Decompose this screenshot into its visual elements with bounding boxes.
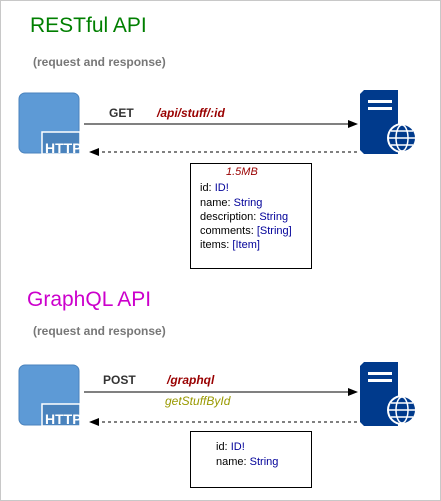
graphql-field-id: id: ID! [216, 441, 245, 453]
rest-method: GET [109, 106, 134, 120]
graphql-operation: getStuffById [165, 394, 231, 408]
graphql-method: POST [103, 373, 136, 387]
rest-response-box [190, 163, 312, 269]
rest-field-comments: comments: [String] [200, 225, 292, 237]
rest-path: /api/stuff/:id [157, 106, 225, 120]
rest-field-items: items: [Item] [200, 239, 260, 251]
rest-field-description: description: String [200, 211, 289, 223]
graphql-response-box [190, 431, 312, 488]
rest-server-icon [360, 90, 417, 154]
graphql-path: /graphql [167, 373, 215, 387]
graphql-server-icon [360, 362, 417, 426]
rest-response-size: 1.5MB [226, 166, 258, 178]
rest-subtitle: (request and response) [33, 55, 166, 69]
graphql-client-icon [18, 364, 81, 427]
rest-field-id: id: ID! [200, 182, 229, 194]
rest-title: RESTful API [30, 14, 147, 37]
graphql-field-name: name: String [216, 456, 279, 468]
rest-client-icon [18, 92, 81, 155]
graphql-title: GraphQL API [27, 288, 152, 311]
rest-field-name: name: String [200, 197, 263, 209]
graphql-subtitle: (request and response) [33, 324, 166, 338]
graphql-client-http-label: HTTP [45, 411, 82, 427]
rest-client-http-label: HTTP [45, 140, 82, 156]
